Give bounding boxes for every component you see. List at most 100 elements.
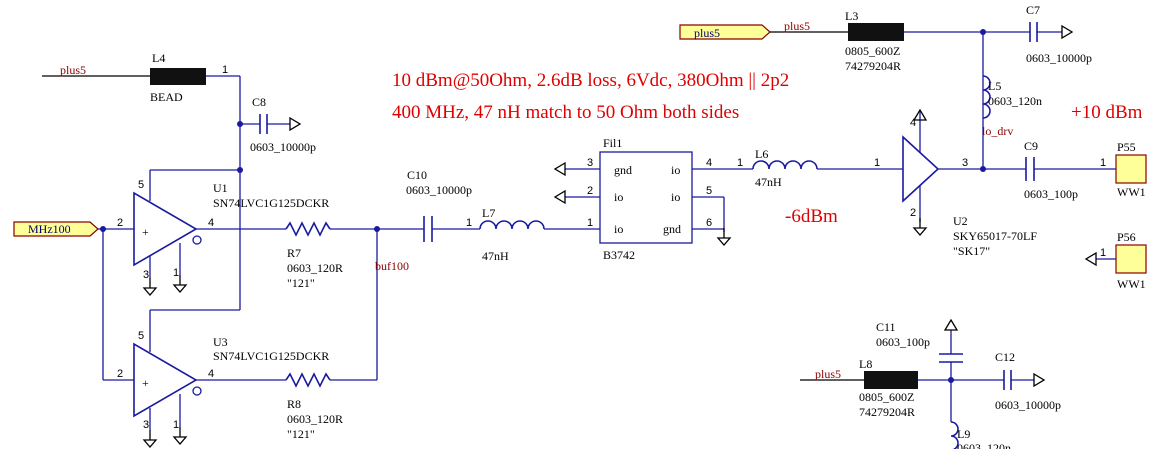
capacitor-C7: C7 0603_10000p	[1026, 3, 1092, 65]
svg-text:C11: C11	[876, 320, 896, 334]
capacitor-C11: C11 0603_100p	[876, 318, 963, 380]
svg-text:1: 1	[173, 267, 179, 279]
inductor-L5: L5 0603_120n	[982, 75, 1042, 119]
svg-text:1: 1	[874, 157, 880, 169]
capacitor-C10: C10 0603_10000p 1	[377, 168, 480, 242]
svg-text:R8: R8	[287, 397, 301, 411]
svg-text:0603_120R: 0603_120R	[287, 261, 343, 275]
connector-P55: P55 WW1	[1115, 140, 1147, 199]
filter-Fil1: Fil1 B3742 gnd io io io io gnd 3 2 5 6 4	[553, 136, 753, 262]
svg-text:1: 1	[737, 157, 743, 169]
svg-text:SN74LVC1G125DCKR: SN74LVC1G125DCKR	[213, 349, 329, 363]
svg-text:BEAD: BEAD	[150, 90, 183, 104]
svg-text:4: 4	[706, 157, 712, 169]
svg-text:plus5: plus5	[60, 63, 86, 77]
svg-text:4: 4	[208, 368, 214, 380]
resistor-R8: R8 0603_120R "121"	[285, 372, 377, 441]
svg-text:4: 4	[910, 117, 916, 129]
svg-text:L5: L5	[988, 79, 1001, 93]
svg-text:plus5: plus5	[784, 19, 810, 33]
buffer-U1: + 5 2 4 3 1 U1 SN74LVC1G125DCKR	[117, 169, 329, 296]
svg-text:WW1: WW1	[1117, 185, 1146, 199]
buffer-U3: + 5 2 4 3 1 U3 SN74LVC1G125DCKR	[117, 309, 329, 448]
svg-text:4: 4	[208, 217, 214, 229]
svg-text:2: 2	[117, 217, 123, 229]
svg-text:0603_10000p: 0603_10000p	[1026, 51, 1092, 65]
net-lo-drv: lo_drv	[982, 124, 1013, 138]
svg-text:L6: L6	[755, 147, 768, 161]
note-minus6dbm: -6dBm	[785, 206, 838, 227]
svg-text:47nH: 47nH	[482, 249, 509, 263]
svg-text:3: 3	[962, 157, 968, 169]
svg-text:0805_600Z: 0805_600Z	[859, 390, 914, 404]
inductor-L9: L9 0603_120n	[950, 421, 1011, 449]
capacitor-C12: C12 0603_10000p	[995, 350, 1061, 412]
connector-P56: 1 P56 WW1	[1084, 230, 1147, 291]
svg-text:0603_10000p: 0603_10000p	[250, 140, 316, 154]
amplifier-U2: 4 2 3 U2 SKY65017-70LF "SK17"	[902, 108, 1037, 258]
svg-text:1: 1	[1100, 247, 1106, 259]
svg-text:0603_100p: 0603_100p	[1024, 187, 1078, 201]
svg-text:2: 2	[117, 368, 123, 380]
svg-text:C9: C9	[1024, 139, 1038, 153]
inductor-L6: 1 L6 47nH 1	[737, 147, 903, 189]
svg-text:C10: C10	[407, 168, 427, 182]
svg-text:+: +	[142, 376, 149, 390]
resistor-R7: R7 0603_120R "121"	[285, 221, 378, 290]
svg-text:5: 5	[138, 330, 144, 342]
svg-text:U3: U3	[213, 335, 228, 349]
svg-text:0603_100p: 0603_100p	[876, 335, 930, 349]
svg-text:U2: U2	[953, 214, 968, 228]
svg-text:0603_120n: 0603_120n	[988, 94, 1042, 108]
svg-text:2: 2	[910, 207, 916, 219]
svg-text:3: 3	[143, 269, 149, 281]
svg-text:L9: L9	[957, 427, 970, 441]
bead-L8: L8 0805_600Z 74279204R	[859, 357, 918, 419]
svg-text:io: io	[671, 163, 680, 177]
svg-text:U1: U1	[213, 181, 228, 195]
svg-text:74279204R: 74279204R	[845, 59, 901, 73]
note-line1: 10 dBm@50Ohm, 2.6dB loss, 6Vdc, 380Ohm |…	[392, 70, 789, 91]
svg-text:+: +	[142, 225, 149, 239]
svg-text:5: 5	[706, 185, 712, 197]
svg-text:1: 1	[173, 419, 179, 431]
svg-text:WW1: WW1	[1117, 277, 1146, 291]
port-plus5: plus5	[679, 24, 771, 40]
note-line2: 400 MHz, 47 nH match to 50 Ohm both side…	[392, 102, 739, 123]
svg-text:plus5: plus5	[694, 26, 720, 40]
inductor-L7: L7 47nH 1	[479, 206, 600, 263]
svg-text:1: 1	[587, 217, 593, 229]
svg-text:gnd: gnd	[663, 222, 681, 236]
svg-text:1: 1	[222, 64, 228, 76]
svg-text:L4: L4	[152, 51, 165, 65]
svg-text:io: io	[614, 190, 623, 204]
net-plus5-left: plus5	[42, 63, 150, 77]
port-mhz100: MHz100	[13, 221, 99, 237]
svg-text:R7: R7	[287, 246, 301, 260]
capacitor-C8: C8 0603_10000p	[240, 95, 316, 154]
svg-text:C8: C8	[252, 95, 266, 109]
svg-text:B3742: B3742	[603, 248, 635, 262]
svg-text:L8: L8	[859, 357, 872, 371]
svg-text:2: 2	[587, 185, 593, 197]
svg-text:SKY65017-70LF: SKY65017-70LF	[953, 229, 1037, 243]
svg-text:0603_120n: 0603_120n	[957, 441, 1011, 449]
svg-text:1: 1	[1100, 157, 1106, 169]
svg-text:0603_10000p: 0603_10000p	[406, 183, 472, 197]
svg-text:gnd: gnd	[614, 163, 632, 177]
svg-text:"121": "121"	[287, 276, 315, 290]
svg-text:"121": "121"	[287, 427, 315, 441]
svg-text:P55: P55	[1117, 140, 1136, 154]
svg-text:5: 5	[138, 179, 144, 191]
svg-text:3: 3	[143, 419, 149, 431]
svg-text:plus5: plus5	[815, 367, 841, 381]
bead-L3: L3 0805_600Z 74279204R	[845, 9, 904, 73]
net-buf100: buf100	[375, 259, 409, 273]
svg-text:47nH: 47nH	[755, 175, 782, 189]
svg-text:0603_120R: 0603_120R	[287, 412, 343, 426]
svg-text:Fil1: Fil1	[603, 136, 622, 150]
svg-text:io: io	[671, 190, 680, 204]
svg-text:0805_600Z: 0805_600Z	[845, 44, 900, 58]
svg-text:1: 1	[466, 217, 472, 229]
